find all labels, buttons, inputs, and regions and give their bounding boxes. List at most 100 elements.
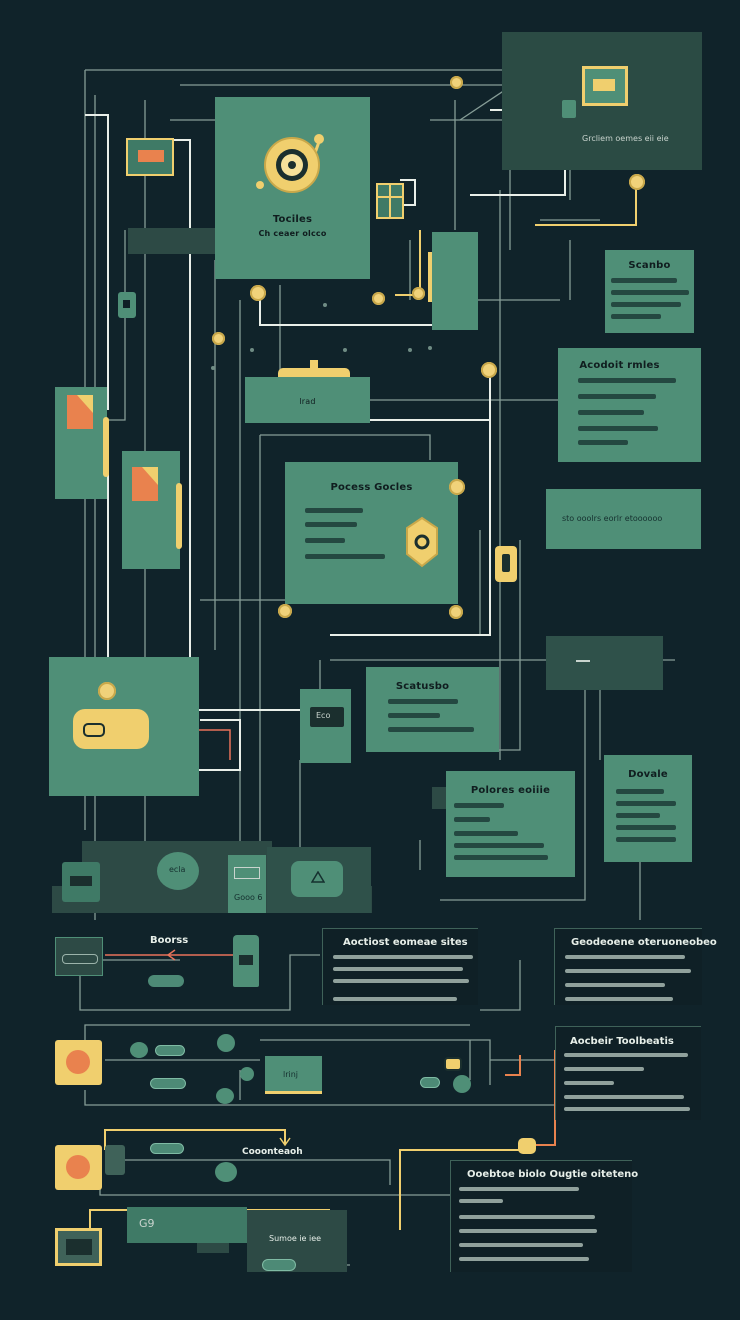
key-icon[interactable]: [495, 546, 517, 582]
panel-left-lower[interactable]: [122, 451, 182, 569]
panel-lrad[interactable]: lrad: [245, 377, 370, 423]
panel-right-strip[interactable]: sto ooolrs eorlr etoooooo: [546, 489, 701, 549]
junction-dot[interactable]: [250, 285, 266, 301]
node-dot[interactable]: [216, 1088, 234, 1104]
connector-bar: [278, 360, 350, 378]
junction-dot[interactable]: [372, 292, 385, 305]
panel-tag[interactable]: Gooo 6: [228, 855, 266, 913]
shield-icon: [406, 516, 438, 568]
panel-pillar[interactable]: [428, 232, 478, 330]
yellow-box-icon[interactable]: [55, 1228, 102, 1266]
text-line: [565, 969, 691, 973]
node-dot[interactable]: [453, 1075, 471, 1093]
text-line: [459, 1257, 589, 1261]
wire: [470, 160, 566, 196]
coin-icon[interactable]: [444, 1057, 462, 1071]
text-line: [564, 1081, 614, 1085]
grid-icon[interactable]: [376, 183, 404, 219]
node-dot: [343, 348, 347, 352]
button-label: ecla: [169, 865, 186, 874]
text-line: [305, 522, 357, 527]
wire: [104, 1129, 286, 1150]
text-line: [454, 817, 490, 822]
node-dot[interactable]: [217, 1034, 235, 1052]
panel-right-tag[interactable]: [546, 636, 663, 690]
battery-icon[interactable]: [62, 862, 100, 902]
panel-dovale[interactable]: Dovale: [604, 755, 692, 862]
panel-card-reader[interactable]: [49, 657, 199, 796]
junction-dot[interactable]: [629, 174, 645, 190]
panel-warning-base[interactable]: [267, 847, 371, 913]
panel-tociles[interactable]: Tociles Ch ceaer olcco: [215, 97, 370, 279]
orange-chip-1[interactable]: [55, 1040, 102, 1085]
wire-group-orange: [505, 1050, 556, 1146]
panel-title: Scanbo: [628, 260, 671, 271]
wire: [399, 1149, 525, 1230]
pill-c[interactable]: [155, 1045, 185, 1056]
wire: [84, 1090, 555, 1106]
panel-label: Gooo 6: [234, 893, 263, 902]
pill-b[interactable]: [150, 1078, 186, 1089]
panel-process-codes[interactable]: Pocess Gocles: [285, 462, 458, 604]
arrow-icon: [279, 1137, 291, 1147]
text-line: [454, 855, 548, 860]
device-reader[interactable]: [55, 937, 103, 976]
wire: [260, 1039, 491, 1085]
bar-code-block[interactable]: G9: [127, 1207, 247, 1243]
panel-title: Aoctiost eomeae sites: [343, 937, 468, 948]
panel-left-upper[interactable]: [55, 387, 109, 499]
text-line: [616, 801, 676, 806]
panel-title: Scatusbo: [395, 681, 450, 692]
wire: [259, 300, 435, 326]
wire: [84, 1024, 470, 1040]
label-boorss: Boorss: [150, 935, 189, 946]
panel-title: Tociles: [272, 214, 313, 225]
junction-dot[interactable]: [412, 287, 425, 300]
node-dot[interactable]: [130, 1042, 148, 1058]
text-line: [578, 394, 656, 399]
panel-eco[interactable]: Eco: [300, 689, 351, 763]
panel-title: Acodoit rmles: [579, 360, 660, 371]
panel-access-rules[interactable]: Acodoit rmles: [558, 348, 701, 462]
pump-icon[interactable]: [233, 935, 259, 987]
panel-action-tools[interactable]: Aocbeir Toolbeatis: [555, 1026, 701, 1120]
card-icon: [73, 709, 149, 749]
junction-dot[interactable]: [212, 332, 225, 345]
dark-backplate: [128, 228, 223, 254]
text-line: [616, 813, 660, 818]
junction-dot[interactable]: [278, 604, 292, 618]
panel-geodecore[interactable]: Geodeoene oteruoneobeo: [554, 928, 717, 1005]
bar-stub: [197, 1243, 229, 1253]
plug-block[interactable]: [105, 1145, 125, 1175]
panel-top-right[interactable]: Grcliem oemes eii eie: [502, 32, 702, 170]
panel-action-log[interactable]: Aoctiost eomeae sites: [322, 928, 478, 1005]
panel-ooso[interactable]: Ooebtoe biolo Ougtie oiteteno: [450, 1160, 638, 1272]
eco-circle-button[interactable]: ecla: [157, 852, 199, 890]
junction-dot[interactable]: [98, 682, 116, 700]
panel-trim[interactable]: lrinj: [265, 1056, 322, 1094]
node-dot[interactable]: [240, 1067, 254, 1081]
wire: [480, 960, 521, 1011]
node-dot[interactable]: [215, 1162, 237, 1182]
arrow-icon: [166, 949, 176, 961]
lock-mini-icon[interactable]: [118, 292, 136, 318]
pill-bottom[interactable]: [262, 1259, 296, 1271]
junction-dot[interactable]: [450, 76, 463, 89]
panel-polores[interactable]: Polores eoiiie: [446, 771, 575, 877]
orange-chip-2[interactable]: [55, 1145, 102, 1190]
folder-icon[interactable]: [126, 138, 174, 176]
text-line: [333, 979, 469, 983]
orange-dot[interactable]: [518, 1138, 536, 1154]
junction-dot[interactable]: [449, 605, 463, 619]
text-line: [564, 1095, 684, 1099]
warning-icon: [67, 395, 93, 429]
pill-seel[interactable]: [148, 975, 184, 987]
junction-dot[interactable]: [449, 479, 465, 495]
panel-scanbo[interactable]: Scanbo: [605, 250, 694, 333]
text-line: [305, 508, 363, 513]
pill-a[interactable]: [420, 1077, 440, 1088]
pill-d[interactable]: [150, 1143, 184, 1154]
panel-scatusbo[interactable]: Scatusbo: [366, 667, 499, 752]
junction-dot[interactable]: [481, 362, 497, 378]
